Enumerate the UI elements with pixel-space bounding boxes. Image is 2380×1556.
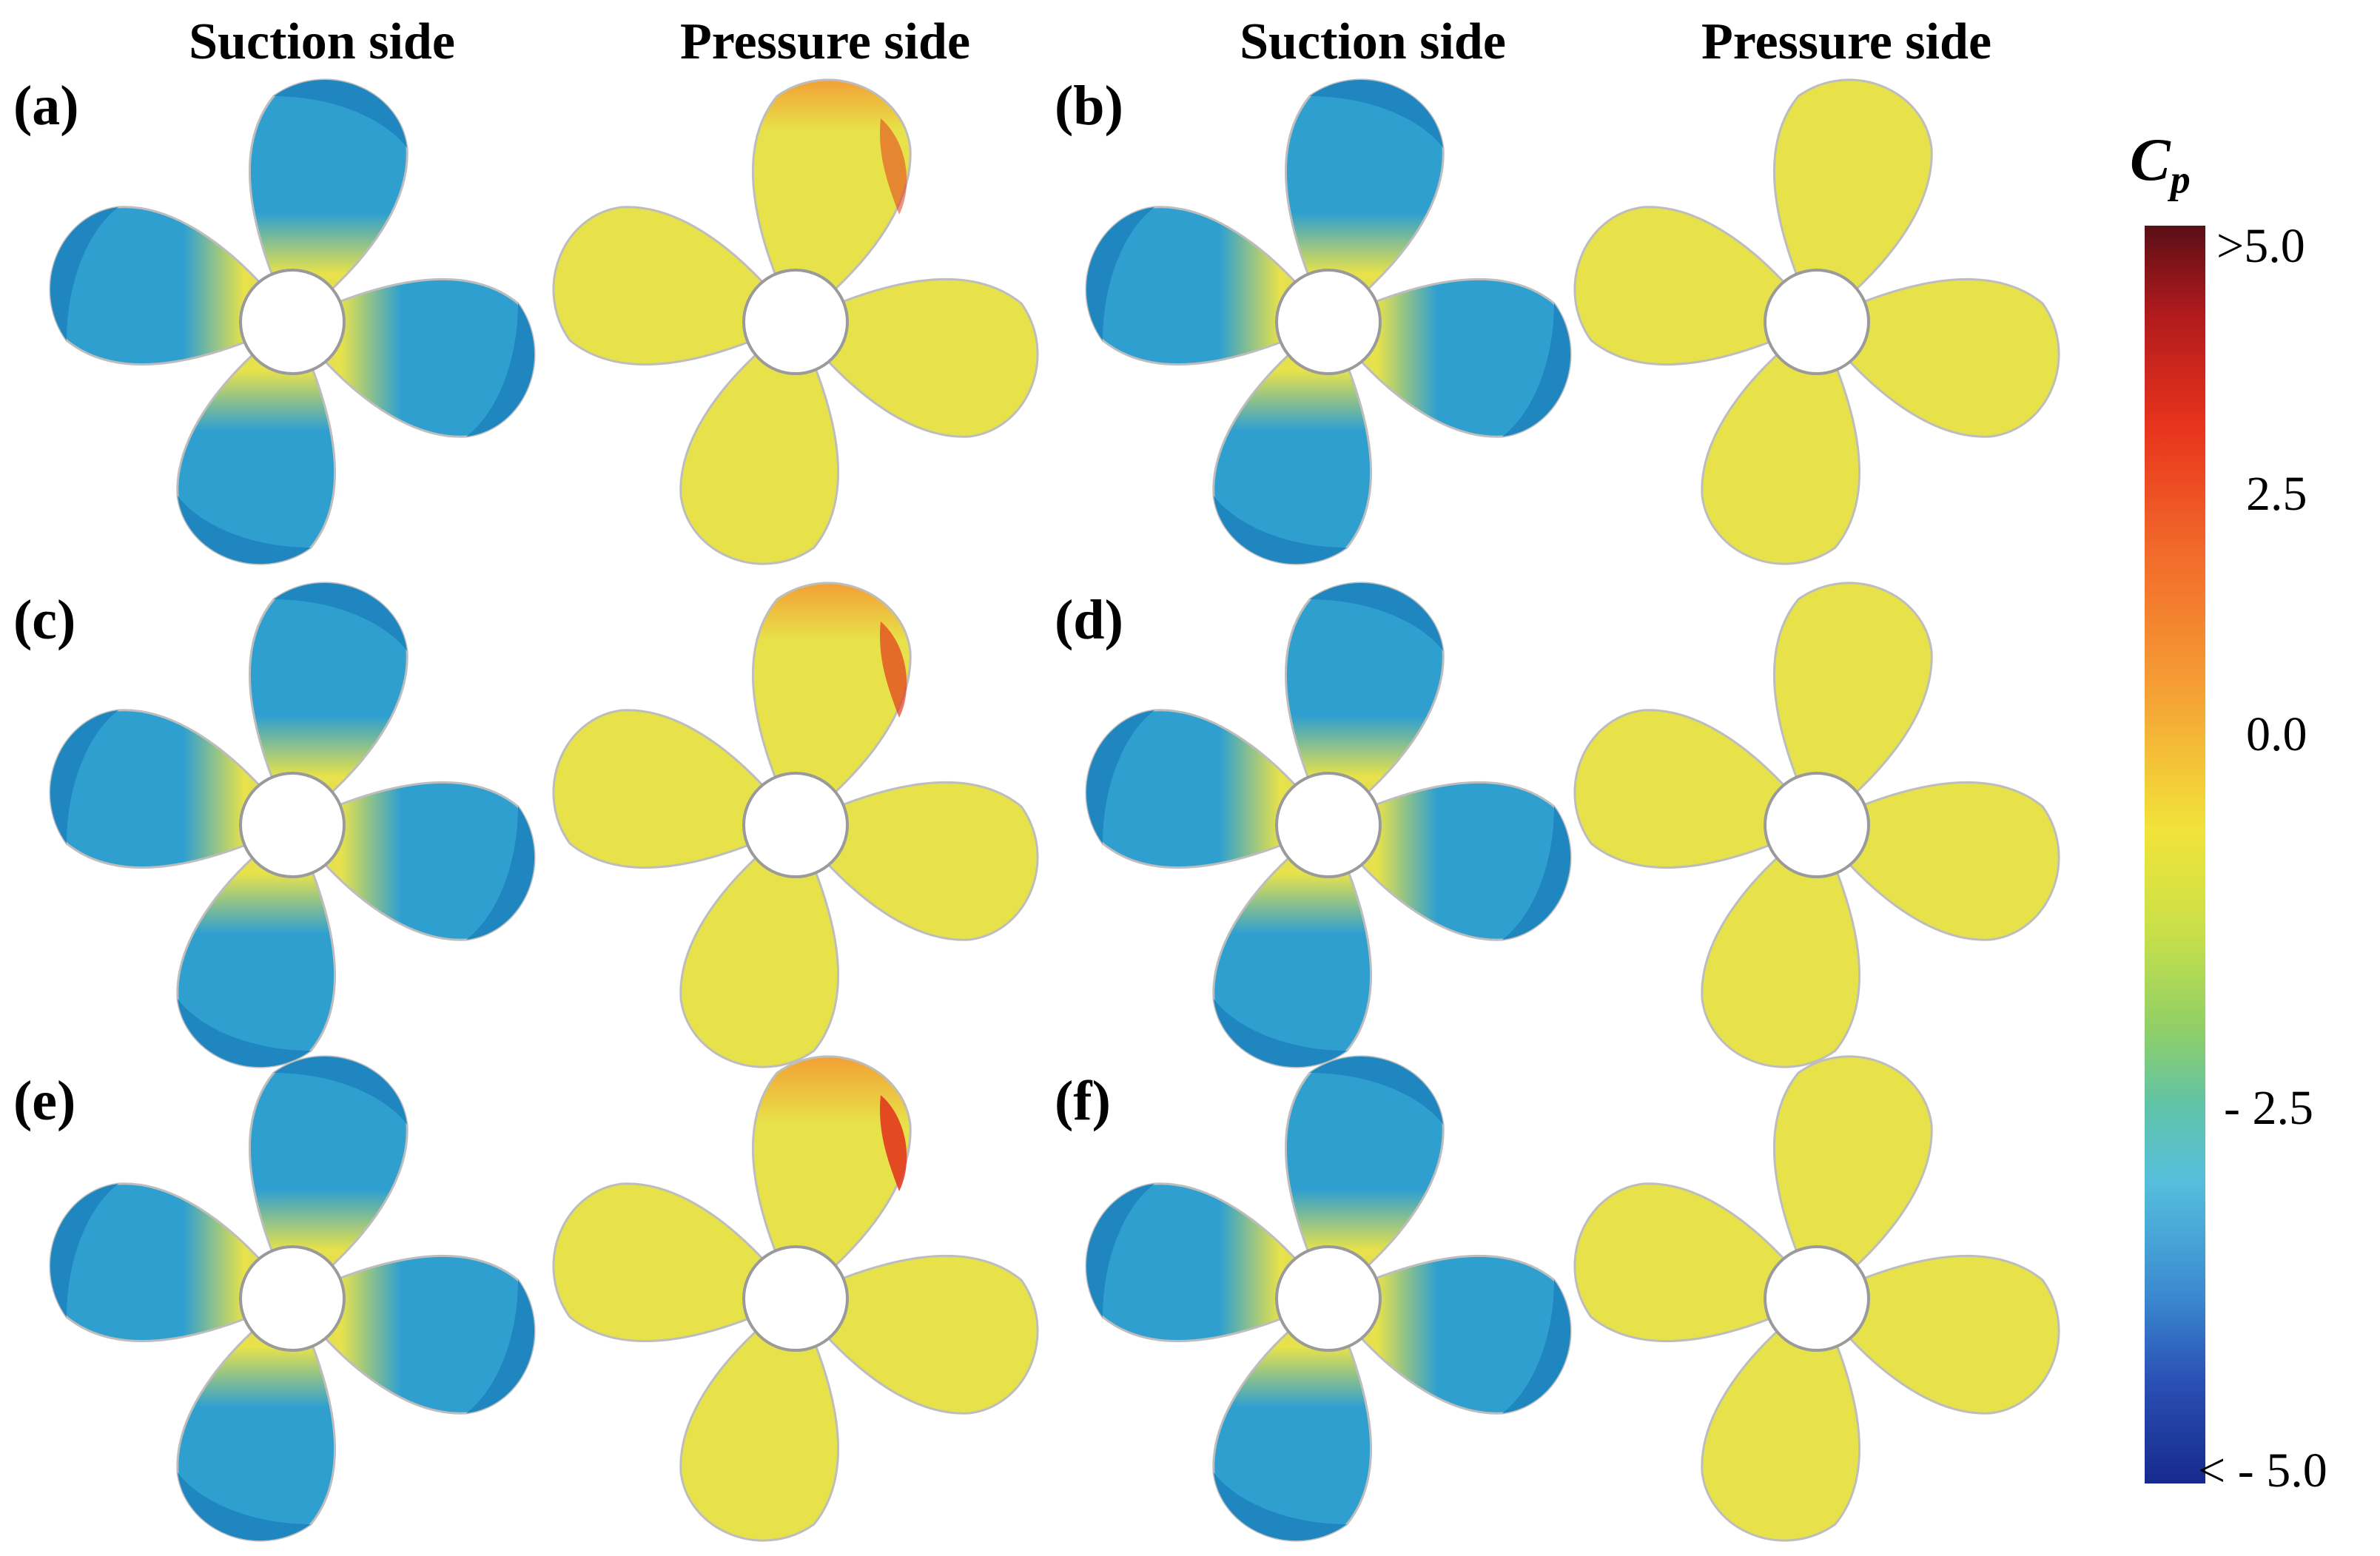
panel-label-c: (c) (13, 589, 76, 651)
propeller-pressure-c (540, 570, 1051, 1080)
propeller-suction-a (37, 67, 548, 577)
panel-label-f: (f) (1055, 1070, 1111, 1132)
colorbar (2145, 226, 2205, 1483)
propeller-pressure-d (1562, 570, 2072, 1080)
propeller-pressure-f (1562, 1043, 2072, 1554)
panel-label-e: (e) (13, 1070, 76, 1132)
colorbar-tick-0: 0.0 (2246, 707, 2307, 761)
header-pressure-left: Pressure side (679, 13, 971, 70)
colorbar-tick-2-5: 2.5 (2246, 467, 2307, 521)
panel-label-d: (d) (1055, 589, 1123, 651)
propeller-suction-e (37, 1043, 548, 1554)
propeller-pressure-e (540, 1043, 1051, 1554)
header-suction-left: Suction side (189, 13, 455, 70)
propeller-pressure-b (1562, 67, 2072, 577)
propeller-suction-b (1073, 67, 1584, 577)
colorbar-tick-max: >5.0 (2216, 219, 2305, 273)
propeller-suction-f (1073, 1043, 1584, 1554)
colorbar-title: Cp (2130, 126, 2191, 202)
panel-label-a: (a) (13, 75, 79, 137)
propeller-pressure-a (540, 67, 1051, 577)
propeller-suction-d (1073, 570, 1584, 1080)
propeller-suction-c (37, 570, 548, 1080)
colorbar-tick-min: < - 5.0 (2198, 1444, 2327, 1498)
header-suction-right: Suction side (1240, 13, 1506, 70)
colorbar-tick-neg-2-5: - 2.5 (2224, 1081, 2313, 1135)
header-pressure-right: Pressure side (1701, 13, 1992, 70)
panel-label-b: (b) (1055, 75, 1123, 137)
